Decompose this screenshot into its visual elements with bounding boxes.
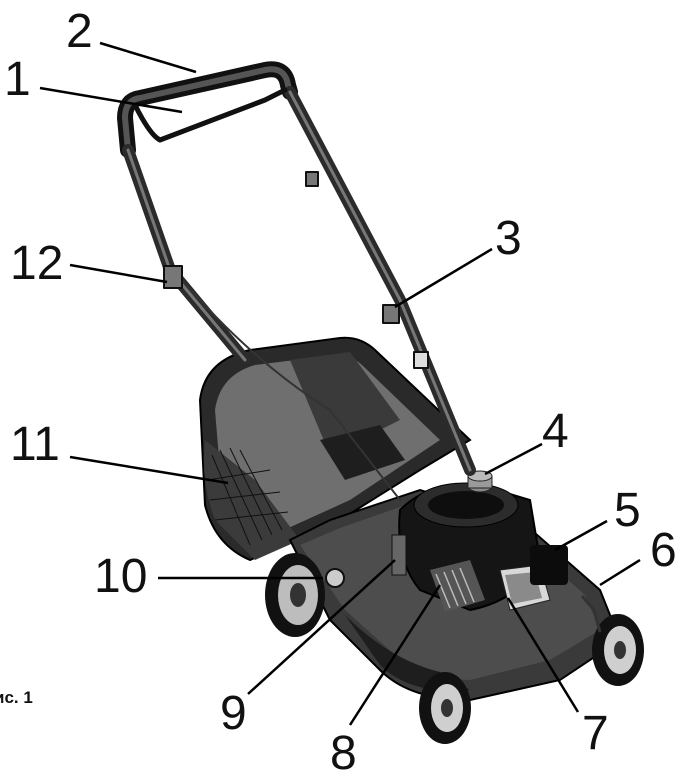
callout-5: 5 [614,484,641,537]
handle [117,61,476,501]
callout-9: 9 [220,687,247,740]
leader-4 [484,442,543,476]
leader-11 [69,455,229,485]
callout-1: 1 [4,53,31,106]
leader-lines [39,41,641,726]
callout-2: 2 [66,5,93,58]
engine [391,470,568,612]
leader-6 [599,558,641,587]
figure-caption: ис. 1 [0,688,33,707]
wheels [265,553,644,744]
callout-12: 12 [10,237,64,290]
callout-3: 3 [495,212,522,265]
leader-8 [348,584,442,726]
callout-4: 4 [542,405,569,458]
leader-12 [69,263,168,284]
grass-bag [198,336,472,562]
callout-7: 7 [582,707,609,760]
leader-3 [394,247,493,309]
callout-6: 6 [650,524,677,577]
callout-8: 8 [330,727,357,780]
leader-2 [99,41,197,74]
leader-1 [39,86,183,114]
leader-9 [247,559,396,695]
leader-7 [506,597,580,713]
callout-11: 11 [10,418,60,471]
leader-5 [554,519,608,552]
callout-10: 10 [94,550,148,603]
